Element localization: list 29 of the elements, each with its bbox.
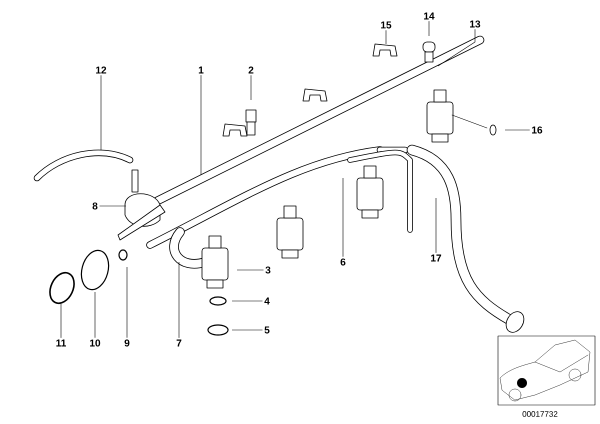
callout-number: 3 (265, 266, 270, 274)
leader-line (342, 178, 344, 258)
callout-number: 17 (431, 254, 442, 262)
leader-line (94, 292, 96, 338)
callout-number: 11 (56, 340, 66, 346)
callout-number: 2 (248, 66, 254, 74)
callout-number: 8 (92, 202, 98, 210)
callout-number: 4 (264, 298, 270, 304)
leader-line (232, 300, 263, 302)
leader-line (438, 28, 476, 66)
callout-number: 15 (381, 22, 392, 28)
leader-line (126, 266, 128, 338)
callout-number: 9 (124, 339, 130, 347)
callout-number: 12 (96, 66, 106, 74)
callout-number: 10 (90, 339, 100, 347)
callout-number: 16 (532, 126, 542, 134)
leader-line (250, 74, 252, 100)
callout-number: 14 (424, 12, 434, 20)
leader-line (60, 304, 62, 338)
leader-line (100, 74, 102, 150)
leader-line (178, 262, 180, 338)
leader-line (428, 20, 430, 36)
callout-number: 1 (198, 66, 204, 74)
callout-number: 13 (470, 20, 480, 28)
leader-line (200, 74, 202, 176)
part-number: 00017732 (522, 411, 558, 417)
callout-number: 7 (176, 340, 182, 346)
callout-number: 6 (340, 258, 346, 266)
callout-number: 5 (264, 326, 270, 334)
